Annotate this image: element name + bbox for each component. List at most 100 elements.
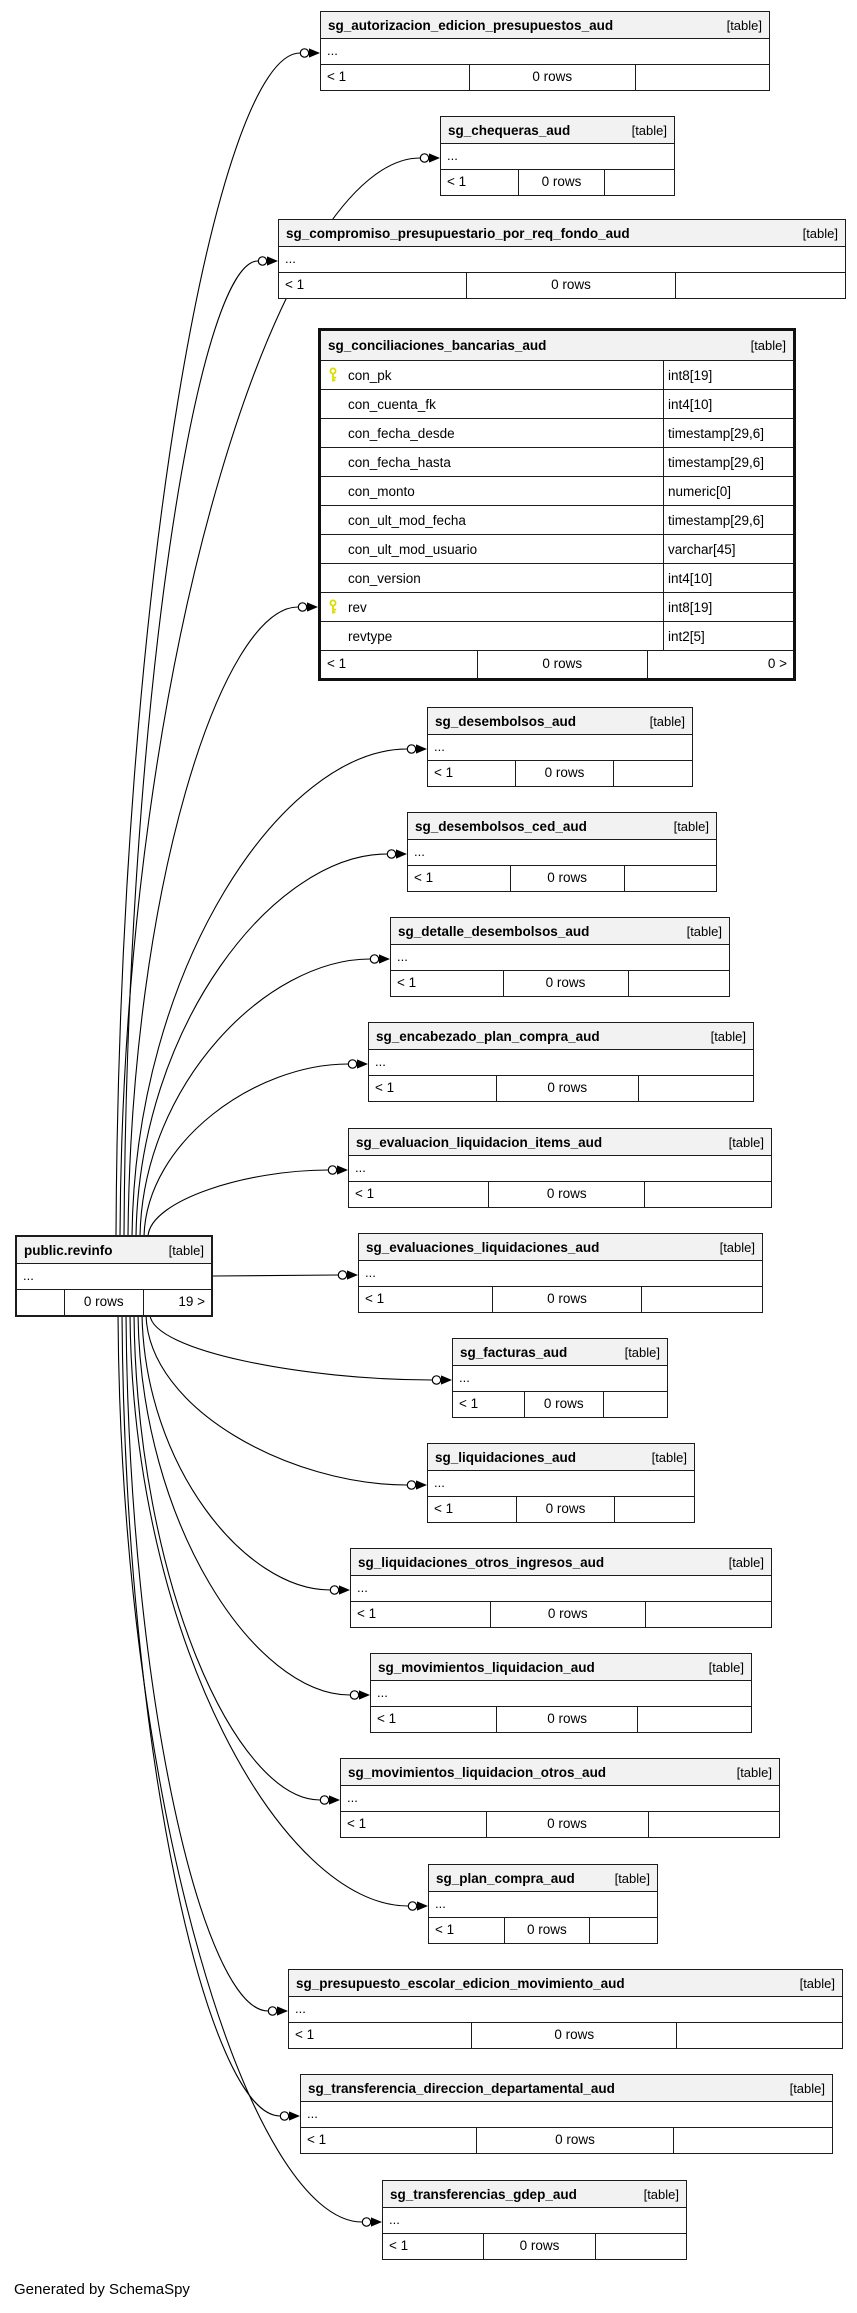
column-type-text: timestamp[29,6] — [668, 425, 765, 441]
footer-row-count: 0 rows — [495, 1076, 638, 1101]
table-node-sg_presupuesto_escolar_edicion_movimiento_aud[interactable]: sg_presupuesto_escolar_edicion_movimient… — [288, 1969, 843, 2049]
arrowhead-icon — [357, 1059, 368, 1069]
table-type-tag: [table] — [686, 923, 722, 939]
table-name[interactable]: sg_facturas_aud — [460, 1344, 568, 1360]
table-type-tag: [table] — [726, 17, 762, 33]
zero-or-one-circle-icon — [329, 1585, 340, 1595]
table-node-sg_encabezado_plan_compra_aud[interactable]: sg_encabezado_plan_compra_aud[table]...<… — [368, 1022, 754, 1102]
table-name[interactable]: sg_desembolsos_ced_aud — [415, 818, 587, 834]
column-name-text: con_pk — [348, 367, 392, 383]
table-name[interactable]: sg_transferencia_direccion_departamental… — [308, 2080, 615, 2096]
table-name[interactable]: sg_evaluacion_liquidacion_items_aud — [356, 1134, 603, 1150]
table-header: sg_autorizacion_edicion_presupuestos_aud… — [321, 12, 769, 39]
column-name: con_pk — [321, 361, 663, 389]
table-node-sg_movimientos_liquidacion_aud[interactable]: sg_movimientos_liquidacion_aud[table]...… — [370, 1653, 752, 1733]
footer-row-count: 0 rows — [517, 170, 604, 195]
footer-parents-count — [637, 1076, 753, 1101]
footer-row-count: 0 rows — [468, 65, 635, 90]
table-node-sg_conciliaciones_bancarias_aud[interactable]: sg_conciliaciones_bancarias_aud [table] co… — [318, 328, 796, 681]
arrowhead-icon — [416, 1480, 427, 1490]
column-type: numeric[0] — [663, 477, 793, 505]
table-type-tag: [table] — [750, 338, 786, 353]
table-node-sg_evaluacion_liquidacion_items_aud[interactable]: sg_evaluacion_liquidacion_items_aud[tabl… — [348, 1128, 772, 1208]
table-header: sg_encabezado_plan_compra_aud[table] — [369, 1023, 753, 1050]
zero-or-one-circle-icon — [406, 1480, 417, 1490]
table-name[interactable]: sg_compromiso_presupuestario_por_req_fon… — [286, 225, 630, 241]
table-name[interactable]: sg_movimientos_liquidacion_otros_aud — [348, 1764, 607, 1780]
table-name[interactable]: sg_plan_compra_aud — [436, 1870, 575, 1886]
table-node-sg_compromiso_presupuestario_por_req_fondo_aud[interactable]: sg_compromiso_presupuestario_por_req_fon… — [278, 219, 846, 299]
zero-or-one-circle-icon — [257, 256, 268, 266]
footer-children-count: < 1 — [327, 656, 347, 671]
zero-or-one-circle-icon — [337, 1270, 348, 1280]
footer-children-count: < 1 — [397, 975, 417, 990]
column-type: timestamp[29,6] — [663, 419, 793, 447]
table-name[interactable]: sg_autorizacion_edicion_presupuestos_aud — [328, 17, 614, 33]
column-type-text: timestamp[29,6] — [668, 454, 765, 470]
footer-parents-count — [634, 65, 769, 90]
footer-parents-count — [623, 866, 716, 891]
table-node-sg_transferencia_direccion_departamental_aud[interactable]: sg_transferencia_direccion_departamental… — [300, 2074, 833, 2154]
table-node-sg_liquidaciones_otros_ingresos_aud[interactable]: sg_liquidaciones_otros_ingresos_aud[tabl… — [350, 1548, 772, 1628]
table-header: sg_detalle_desembolsos_aud [table] — [391, 918, 729, 945]
table-name[interactable]: sg_transferencias_gdep_aud — [390, 2186, 577, 2202]
relationship-edge — [127, 606, 299, 1237]
table-name[interactable]: sg_chequeras_aud — [448, 122, 571, 138]
zero-or-one-circle-icon — [386, 849, 397, 859]
footer-row-count: 0 rows — [502, 971, 628, 996]
table-node-sg_evaluaciones_liquidaciones_aud[interactable]: sg_evaluaciones_liquidaciones_aud[table]… — [358, 1233, 763, 1313]
relationship-edge — [143, 1063, 349, 1237]
table-type-tag: [table] — [614, 1870, 650, 1886]
relationship-edge — [212, 1274, 339, 1277]
zero-or-one-circle-icon — [419, 153, 430, 163]
table-name[interactable]: sg_conciliaciones_bancarias_aud — [328, 338, 547, 353]
column-name: con_fecha_hasta — [321, 448, 663, 476]
table-name[interactable]: sg_evaluaciones_liquidaciones_aud — [366, 1239, 600, 1255]
table-header: sg_movimientos_liquidacion_otros_aud[tab… — [341, 1759, 779, 1786]
table-name[interactable]: sg_desembolsos_aud — [435, 713, 577, 729]
footer-parents-count — [602, 1392, 667, 1417]
table-node-sg_autorizacion_edicion_presupuestos_aud[interactable]: sg_autorizacion_edicion_presupuestos_aud… — [320, 11, 770, 91]
column-type: int8[19] — [663, 361, 793, 389]
footer-parents-count — [604, 170, 674, 195]
table-name[interactable]: sg_liquidaciones_aud — [435, 1449, 577, 1465]
relationship-edge — [141, 1314, 331, 1591]
table-type-tag: [table] — [789, 2080, 825, 2096]
arrowhead-icon — [329, 1795, 340, 1805]
column-name-text: con_fecha_desde — [348, 425, 455, 441]
table-name[interactable]: public.revinfo — [24, 1242, 113, 1258]
table-type-tag: [table] — [631, 122, 667, 138]
footer-parents-count — [672, 2128, 832, 2153]
table-header: sg_liquidaciones_aud[table] — [428, 1444, 694, 1471]
table-node-sg_movimientos_liquidacion_otros_aud[interactable]: sg_movimientos_liquidacion_otros_aud[tab… — [340, 1758, 780, 1838]
table-header: sg_evaluacion_liquidacion_items_aud[tabl… — [349, 1129, 771, 1156]
table-name[interactable]: sg_encabezado_plan_compra_aud — [376, 1028, 600, 1044]
table-name[interactable]: sg_presupuesto_escolar_edicion_movimient… — [296, 1975, 625, 1991]
footer-children-count: < 1 — [357, 1606, 377, 1621]
column-type-text: int2[5] — [668, 628, 705, 644]
table-name[interactable]: sg_movimientos_liquidacion_aud — [378, 1659, 595, 1675]
column-type-text: int4[10] — [668, 396, 713, 412]
table-header: sg_transferencia_direccion_departamental… — [301, 2075, 832, 2102]
footer-children-count: < 1 — [285, 277, 305, 292]
table-name[interactable]: sg_detalle_desembolsos_aud — [398, 923, 590, 939]
table-name[interactable]: sg_liquidaciones_otros_ingresos_aud — [358, 1554, 605, 1570]
zero-or-one-circle-icon — [406, 744, 417, 754]
relationship-edge — [131, 748, 408, 1237]
